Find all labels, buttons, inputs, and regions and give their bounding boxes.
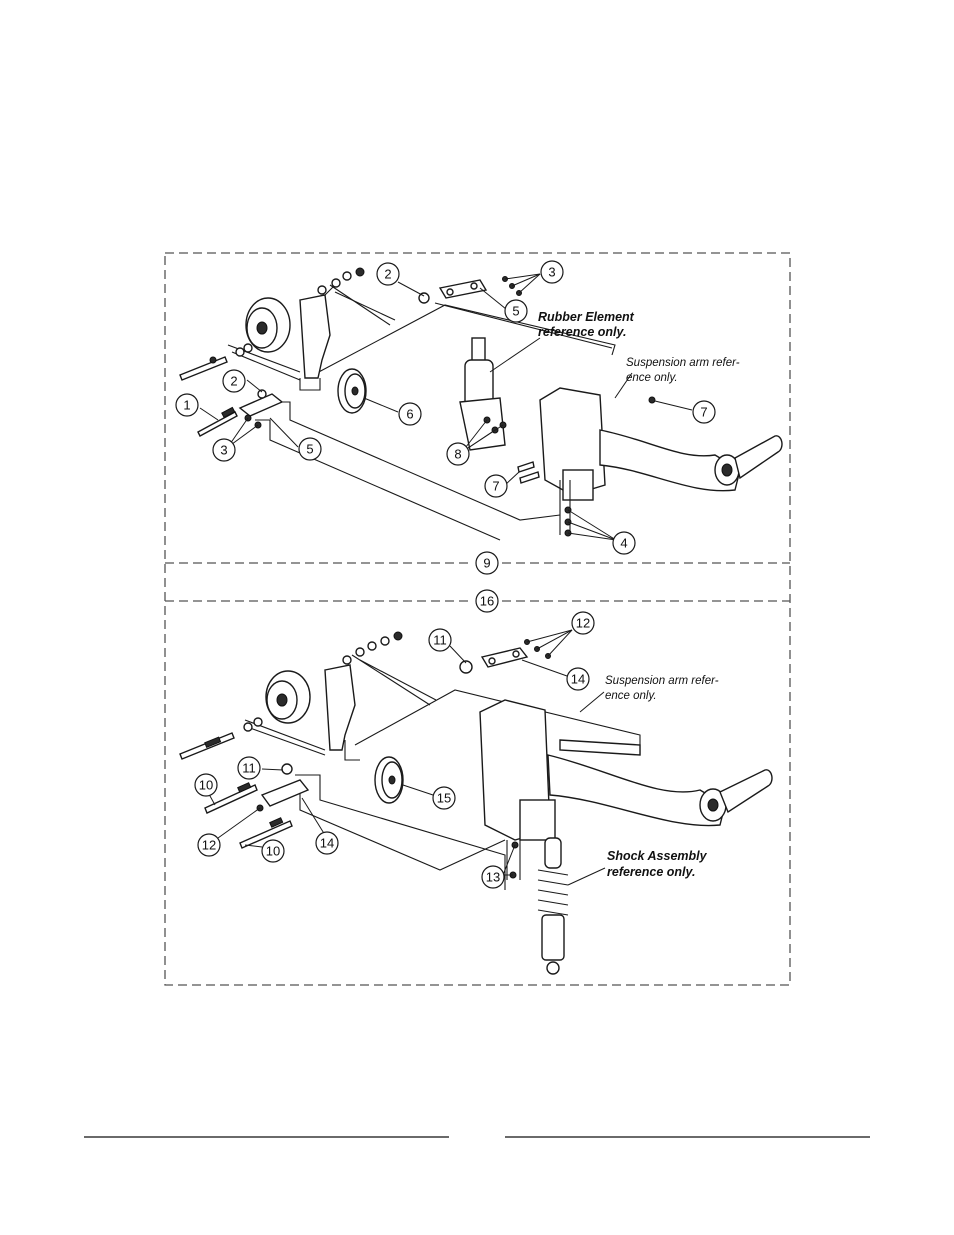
svg-text:12: 12 [202,838,216,853]
callout-u8: 8 [446,442,470,466]
svg-text:10: 10 [266,844,280,859]
callout-l10a: 10 [194,773,218,797]
callout-l14b: 14 [315,831,339,855]
svg-text:9: 9 [483,556,490,571]
svg-text:11: 11 [433,633,447,648]
suspension-upper-note-line1: Suspension arm refer- [626,357,740,369]
callout-l13: 13 [481,865,505,889]
svg-text:3: 3 [220,443,227,458]
svg-text:10: 10 [199,778,213,793]
upper-caster-wheel [245,297,291,353]
callout-l15: 15 [432,786,456,810]
lower-assembly: 11 12 14 11 10 15 12 14 10 13 Suspension… [179,611,773,975]
lower-suspension-arm [479,699,773,880]
callout-u5b: 5 [298,437,322,461]
lower-front-wheel [374,756,404,804]
upper-assembly: 2 3 5 2 1 3 5 6 8 7 7 4 Rubber Element r… [175,260,783,555]
callout-l10b: 10 [261,839,285,863]
callout-u2b: 2 [222,369,246,393]
svg-text:4: 4 [620,536,627,551]
svg-text:2: 2 [384,267,391,282]
svg-text:14: 14 [571,672,585,687]
upper-lower-bolt [197,389,284,437]
callout-u3b: 3 [212,438,236,462]
upper-axle-bolt [179,343,253,381]
shock-assembly-note-line1: Shock Assembly [607,849,708,863]
upper-front-wheel [337,368,367,414]
lower-fork-bracket [244,654,437,756]
svg-text:8: 8 [454,447,461,462]
callout-assembly-9: 9 [475,551,499,575]
lower-shock-assembly [537,837,569,975]
callout-u7b: 7 [484,474,508,498]
callout-u7a: 7 [692,400,716,424]
svg-text:12: 12 [576,616,590,631]
svg-text:15: 15 [437,791,451,806]
callout-u1: 1 [175,393,199,417]
svg-text:5: 5 [306,442,313,457]
lower-leader-lines [209,629,606,886]
svg-text:1: 1 [183,398,190,413]
callout-l12b: 12 [197,833,221,857]
svg-text:2: 2 [230,374,237,389]
suspension-upper-note-line2: ence only. [626,372,678,384]
lower-top-hardware [342,631,473,674]
callout-u4: 4 [612,531,636,555]
svg-text:13: 13 [486,870,500,885]
callout-l11b: 11 [237,756,261,780]
lower-link-plate [480,639,551,668]
callout-u5a: 5 [504,299,528,323]
upper-link-plate [438,276,522,299]
callout-u2a: 2 [376,262,400,286]
svg-text:7: 7 [492,479,499,494]
rubber-element-note-line2: reference only. [538,325,626,339]
svg-text:6: 6 [406,407,413,422]
callout-u3a: 3 [540,260,564,284]
upper-suspension-arm [517,387,783,537]
callout-u6: 6 [398,402,422,426]
svg-text:14: 14 [320,836,334,851]
svg-text:16: 16 [480,594,494,609]
callout-assembly-16: 16 [475,589,499,613]
svg-text:3: 3 [548,265,555,280]
svg-text:11: 11 [242,761,256,776]
suspension-lower-note-line2: ence only. [605,690,657,702]
lower-bolts [204,763,310,849]
upper-rubber-element [459,337,507,451]
lower-axle-bolt [179,717,263,760]
lower-caster-wheel [265,670,311,724]
shock-assembly-note-line2: reference only. [607,865,695,879]
callout-l14a: 14 [566,667,590,691]
svg-text:5: 5 [512,304,519,319]
diagram-frame [164,252,791,986]
callout-l11a: 11 [428,628,452,652]
rubber-element-note-line1: Rubber Element [538,310,635,324]
callout-l12a: 12 [571,611,595,635]
suspension-lower-note-line1: Suspension arm refer- [605,675,719,687]
upper-top-hardware [317,267,430,304]
svg-text:7: 7 [700,405,707,420]
